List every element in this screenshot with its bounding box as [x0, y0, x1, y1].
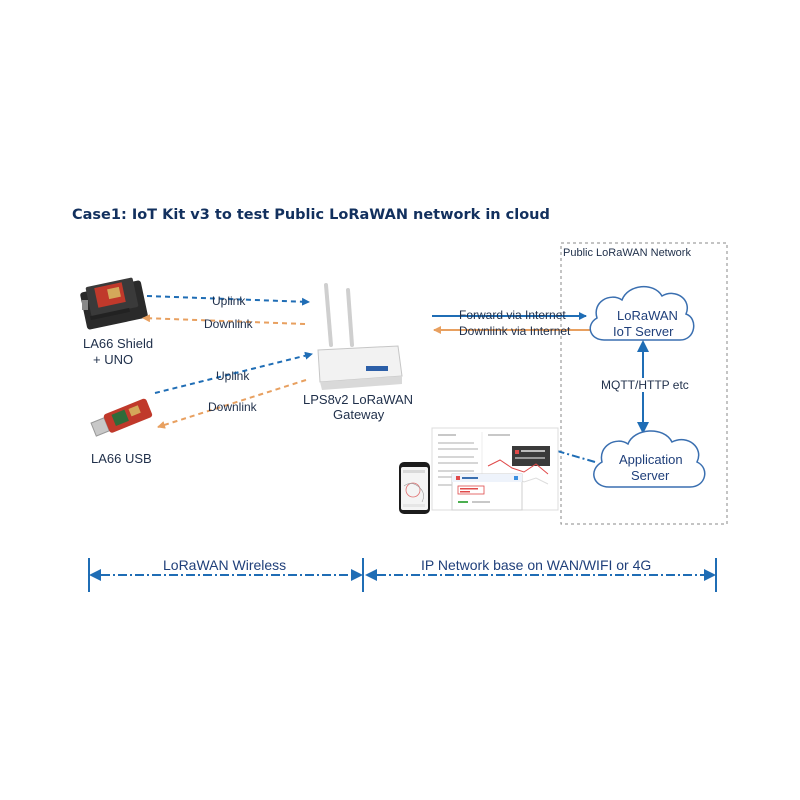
la66-usb-label: LA66 USB [91, 451, 152, 466]
gateway-label: LPS8v2 LoRaWAN [303, 392, 413, 407]
downlink-label-2: Downlink [208, 400, 258, 414]
iot-server-cloud [589, 286, 695, 341]
app-to-dashboard-line [539, 445, 596, 463]
application-server-cloud [593, 430, 706, 488]
forward-internet-label: Forward via Internet [459, 308, 566, 322]
downlink-internet-label: Downlink via Internet [459, 324, 571, 338]
application-server-label: Application [619, 452, 683, 467]
iot-server-label-2: IoT Server [613, 324, 674, 339]
diagram-title: Case1: IoT Kit v3 to test Public LoRaWAN… [72, 207, 550, 223]
public-network-box [560, 242, 728, 525]
la66-shield-label: LA66 Shield [83, 336, 153, 351]
ip-network-range [365, 557, 717, 592]
downlink-arrow-1 [142, 314, 306, 325]
dashboard-screenshot-illustration [431, 427, 559, 511]
smartphone-icon [399, 462, 430, 514]
application-server-label-2: Server [631, 468, 670, 483]
mqtt-arrow-head-up [637, 340, 649, 352]
la66-shield-label-2: + UNO [93, 352, 133, 367]
mqtt-label: MQTT/HTTP etc [601, 378, 689, 392]
mqtt-arrow-head-down [637, 422, 649, 434]
la66-shield-board-icon [80, 277, 148, 330]
downlink-arrow-2 [157, 379, 307, 429]
lorawan-wireless-range [88, 557, 364, 592]
iot-server-label: LoRaWAN [617, 308, 678, 323]
la66-usb-dongle-icon [90, 398, 153, 437]
uplink-arrow-1 [146, 295, 310, 306]
downlink-label-1: Downlink [204, 317, 254, 331]
gateway-icon [317, 283, 403, 390]
uplink-label-2: Uplink [216, 369, 250, 383]
uplink-label-1: Uplink [212, 294, 246, 308]
ip-network-label: IP Network base on WAN/WIFI or 4G [421, 557, 651, 573]
lorawan-wireless-label: LoRaWAN Wireless [163, 557, 286, 573]
public-network-label: Public LoRaWAN Network [563, 247, 691, 259]
gateway-label-2: Gateway [333, 407, 385, 422]
